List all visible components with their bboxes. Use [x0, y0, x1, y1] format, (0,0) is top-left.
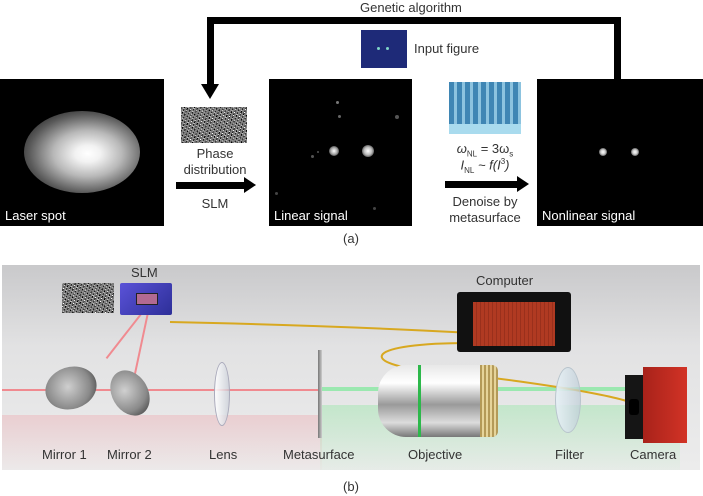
arrow-head	[517, 176, 529, 192]
feedback-line-left	[207, 17, 214, 85]
noise-spot	[275, 192, 278, 195]
panel-label: Nonlinear signal	[542, 208, 636, 223]
slm-label: SLM	[131, 265, 158, 280]
laser-spot-glow	[24, 111, 140, 193]
subscript: NL	[464, 165, 475, 175]
noise-spot	[373, 207, 376, 210]
lens	[214, 362, 230, 426]
mirror1-label: Mirror 1	[42, 447, 87, 462]
metasurface-label: Metasurface	[283, 447, 355, 462]
signal-spot	[329, 146, 339, 156]
metasurface-illustration	[449, 82, 521, 134]
subscript: s	[509, 149, 514, 159]
phase-label: Phase	[196, 146, 234, 161]
lens-label: Lens	[209, 447, 238, 462]
noise-spot	[338, 115, 341, 118]
camera-lens-mount	[629, 399, 639, 415]
laser-spot-image: Laser spot	[0, 79, 164, 226]
metasurface-plate	[318, 350, 322, 438]
slm-screen	[136, 293, 158, 305]
intensity-symbol: I	[460, 157, 465, 173]
slm-phase-pattern	[62, 283, 114, 313]
equation-text: ~ f(I	[474, 157, 501, 173]
denoise-label: Denoise by	[452, 194, 518, 209]
mirror2-label: Mirror 2	[107, 447, 152, 462]
computer-panel	[473, 302, 555, 346]
signal-spot	[599, 148, 607, 156]
filter-label: Filter	[555, 447, 584, 462]
camera-label: Camera	[630, 447, 677, 462]
input-dot	[386, 47, 389, 50]
arrow-shaft	[176, 182, 244, 189]
frequency-equation: ωNL = 3ωs	[444, 141, 526, 159]
equation-text: = 3ω	[477, 141, 510, 156]
objective-label: Objective	[408, 447, 463, 462]
intensity-equation: INL ~ f(I3)	[444, 157, 526, 175]
omega: ω	[456, 141, 467, 156]
panel-b-caption: (b)	[343, 479, 359, 494]
metasurface-label: metasurface	[449, 210, 521, 225]
input-figure-label: Input figure	[414, 41, 480, 56]
red-laser-beam	[2, 389, 320, 391]
computer-label: Computer	[476, 273, 534, 288]
camera-device	[625, 365, 687, 443]
noise-spot	[395, 115, 399, 119]
computer-device	[457, 292, 571, 352]
input-dot	[377, 47, 380, 50]
feedback-arrow-head	[201, 84, 219, 99]
subscript: NL	[466, 149, 478, 159]
noise-spot	[336, 101, 339, 104]
feedback-line-top	[207, 17, 621, 24]
noise-spot	[317, 151, 319, 153]
objective-brass-thread	[480, 365, 498, 437]
nonlinear-signal-image: Nonlinear signal	[537, 79, 703, 226]
panel-label: Linear signal	[274, 208, 348, 223]
input-figure-thumbnail	[361, 30, 407, 68]
signal-spot	[362, 145, 374, 157]
feedback-line-right	[614, 17, 621, 79]
panel-a-caption: (a)	[343, 231, 359, 246]
phase-distribution-pattern	[181, 107, 247, 143]
equation-text: )	[505, 157, 510, 173]
filter	[555, 367, 581, 433]
slm-device	[120, 283, 172, 315]
panel-b-scene: SLM Computer Mirror 1 Mirror 2 Lens Meta…	[2, 265, 700, 470]
camera-body	[643, 367, 687, 443]
arrow-head	[244, 177, 256, 193]
distribution-label: distribution	[183, 162, 247, 177]
noise-spot	[311, 155, 314, 158]
objective-lens	[378, 365, 498, 437]
linear-signal-image: Linear signal	[269, 79, 412, 226]
genetic-algorithm-label: Genetic algorithm	[360, 0, 462, 15]
signal-spot	[631, 148, 639, 156]
superscript: 3	[500, 157, 506, 166]
arrow-shaft	[445, 181, 517, 188]
objective-green-ring	[418, 365, 421, 437]
panel-label: Laser spot	[5, 208, 66, 223]
red-beam-haze	[2, 415, 322, 470]
slm-label: SLM	[201, 196, 229, 211]
